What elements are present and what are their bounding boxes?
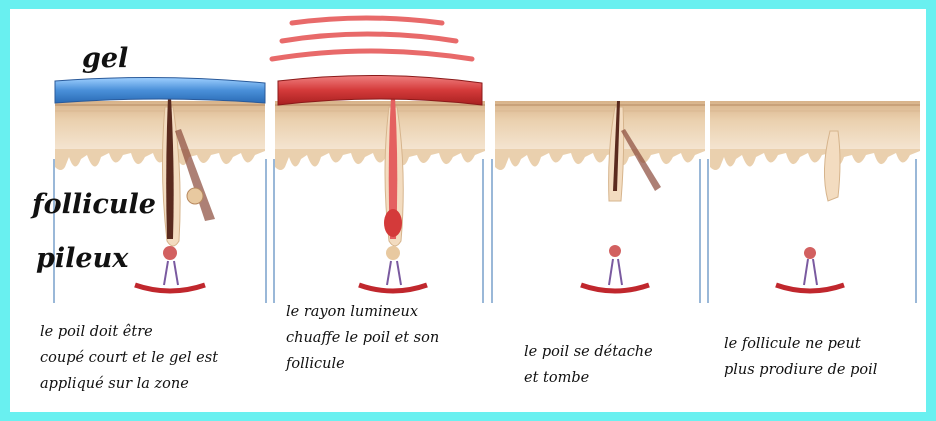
heated-layer [278,75,482,105]
panel-2-graphic [275,97,485,291]
follicle-label-line2: pileux [36,243,128,274]
panel-3-caption: le poil se détache et tombe [524,339,653,391]
gel-label: gel [82,43,128,74]
panel-3-graphic [495,101,705,291]
follicle-label-line1: follicule [32,189,156,220]
panel-2-caption: le rayon lumineux chuaffe le poil et son… [286,299,439,377]
diagram-frame: gel follicule pileux le poil doit être c… [10,9,926,412]
panel-4-caption: le follicule ne peut plus prodiure de po… [724,331,877,383]
heat-waves [272,18,472,59]
gel-layer [55,77,265,103]
panel-dividers [54,159,916,303]
panel-4-graphic [710,101,920,291]
panel-1-caption: le poil doit être coupé court et le gel … [40,319,218,397]
